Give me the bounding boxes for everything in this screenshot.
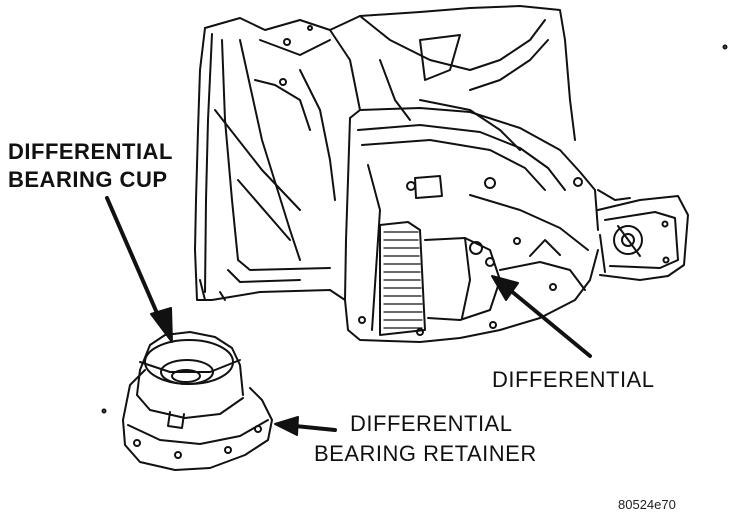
retainer-leader-line xyxy=(293,424,337,432)
label-retainer-line2: BEARING RETAINER xyxy=(314,441,537,466)
retainer-arrowhead xyxy=(274,416,299,436)
differential-leader-line xyxy=(508,288,592,358)
transaxle-case xyxy=(194,5,728,301)
label-retainer-line1: DIFFERENTIAL xyxy=(350,411,513,436)
label-cup-line2: BEARING CUP xyxy=(8,167,168,192)
differential-housing xyxy=(344,107,599,343)
axle-flange xyxy=(597,189,689,281)
cup-arrowhead xyxy=(150,307,173,343)
label-differential: DIFFERENTIAL xyxy=(492,367,655,392)
bearing-retainer xyxy=(101,331,273,471)
label-cup-line1: DIFFERENTIAL xyxy=(8,139,173,164)
differential-arrowhead xyxy=(491,275,519,301)
leader-arrows xyxy=(105,196,592,436)
cup-leader-line xyxy=(105,196,162,322)
figure-code: 80524e70 xyxy=(618,497,676,512)
